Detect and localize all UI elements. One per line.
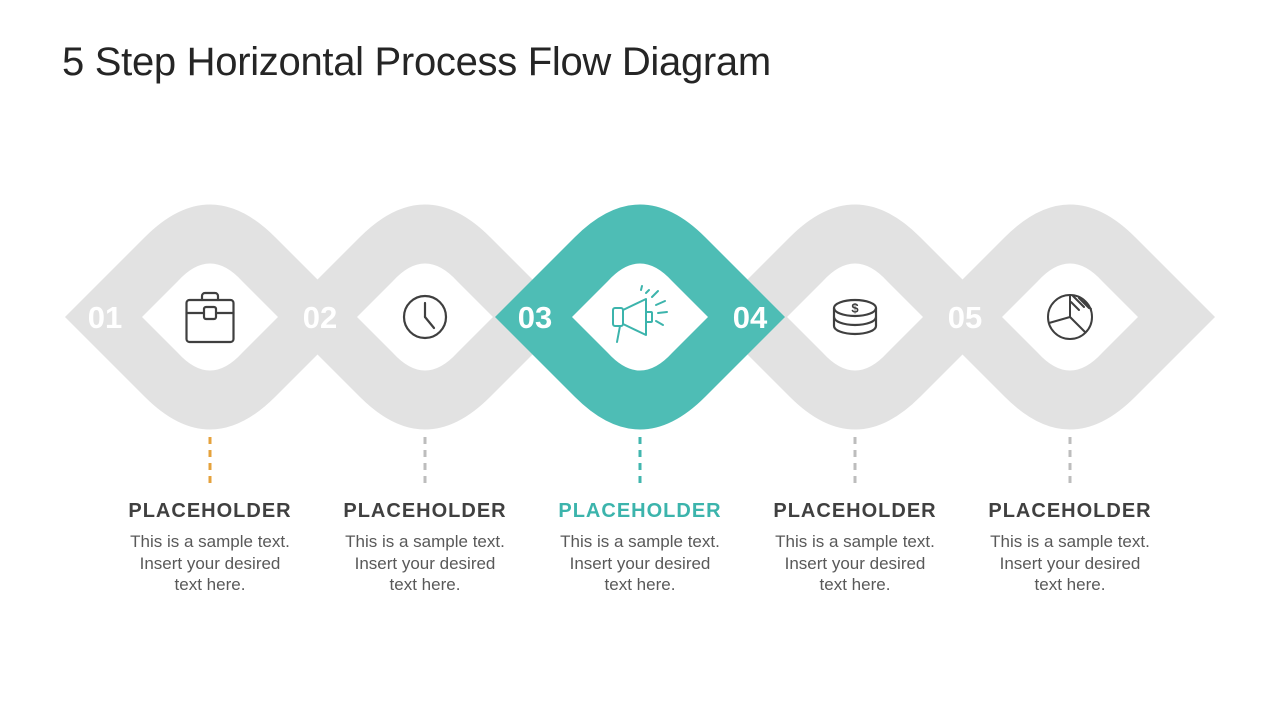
megaphone-icon (612, 285, 668, 343)
svg-text:$: $ (851, 301, 859, 316)
step-3-number: 03 (518, 300, 552, 335)
step-1-body-text: This is a sample text. Insert your desir… (130, 532, 290, 594)
slide-title: 5 Step Horizontal Process Flow Diagram (62, 40, 771, 84)
step-2-detail: PLACEHOLDER This is a sample text. Inser… (325, 437, 525, 596)
step-5-heading: PLACEHOLDER (988, 500, 1152, 522)
step-3-heading: PLACEHOLDER (558, 500, 722, 522)
briefcase-icon (185, 291, 235, 344)
process-flow-diagram: 01 02 03 04 05 (65, 204, 1215, 430)
step-icons: $ (185, 285, 1093, 344)
step-4-connector-line (853, 437, 857, 483)
coins-icon: $ (832, 298, 878, 336)
step-1-connector-line (208, 437, 212, 483)
step-2-diamond-band (280, 204, 570, 430)
pie-chart-icon (1047, 294, 1093, 340)
step-1-heading: PLACEHOLDER (128, 500, 292, 522)
step-2-number: 02 (303, 300, 337, 335)
step-2-body-text: This is a sample text. Insert your desir… (345, 532, 505, 594)
step-3-connector-line (638, 437, 642, 483)
step-5-diamond-band (925, 204, 1215, 430)
step-4-diamond-band (710, 204, 1000, 430)
step-2-heading: PLACEHOLDER (343, 500, 507, 522)
step-5-detail: PLACEHOLDER This is a sample text. Inser… (970, 437, 1170, 596)
step-1-detail: PLACEHOLDER This is a sample text. Inser… (110, 437, 310, 596)
step-4-heading: PLACEHOLDER (773, 500, 937, 522)
step-2-connector-line (423, 437, 427, 483)
step-3-diamond-band (495, 204, 785, 430)
clock-icon (402, 294, 448, 340)
step-3-detail: PLACEHOLDER This is a sample text. Inser… (540, 437, 740, 596)
step-4-detail: PLACEHOLDER This is a sample text. Inser… (755, 437, 955, 596)
step-4-body-text: This is a sample text. Insert your desir… (775, 532, 935, 594)
step-5-number: 05 (948, 300, 982, 335)
step-1-diamond-band (65, 204, 355, 430)
step-3-body-text: This is a sample text. Insert your desir… (560, 532, 720, 594)
diamond-bands (65, 204, 1215, 430)
step-4-number: 04 (733, 300, 768, 335)
step-1-number: 01 (88, 300, 122, 335)
step-5-body-text: This is a sample text. Insert your desir… (990, 532, 1150, 594)
step-numbers: 01 02 03 04 05 (88, 300, 982, 335)
step-5-connector-line (1068, 437, 1072, 483)
